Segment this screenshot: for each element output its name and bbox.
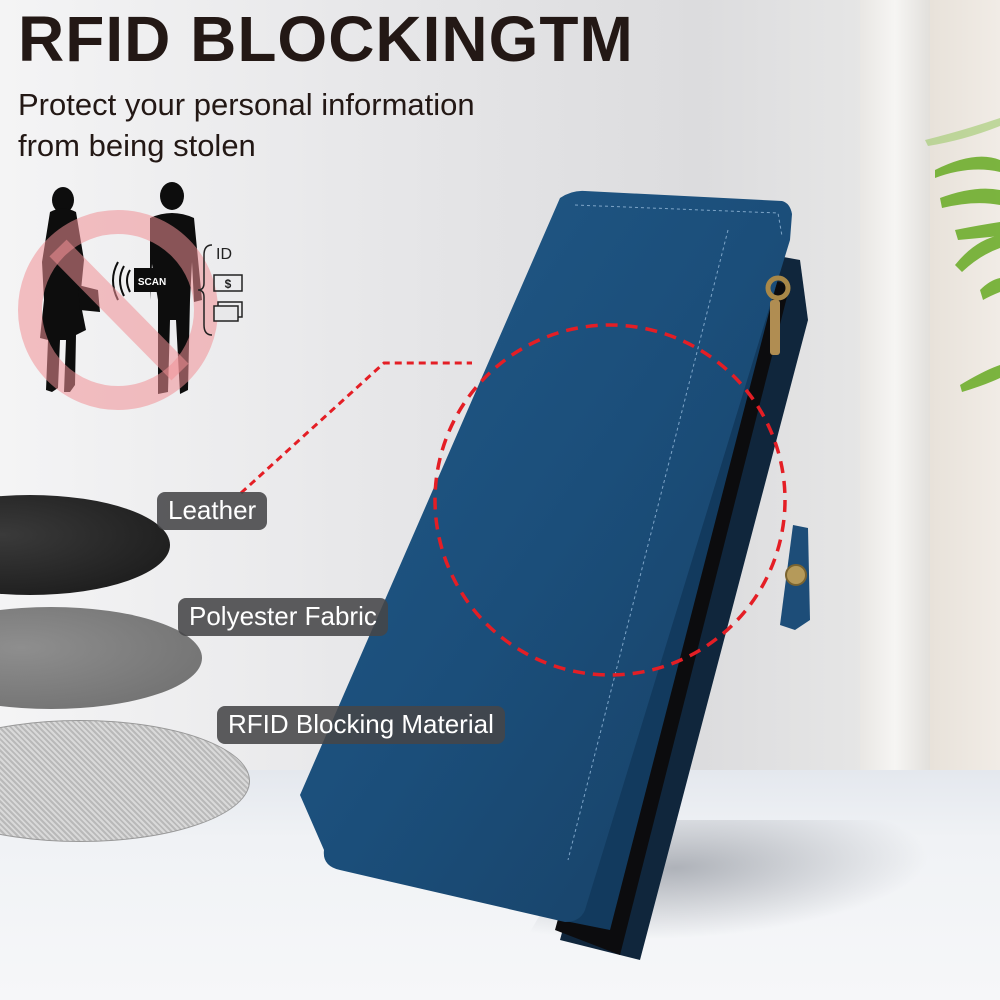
prohibited-icon [18, 210, 218, 410]
layer-label-leather: Leather [157, 492, 268, 530]
credit-card-icon [213, 301, 243, 322]
layer-label-polyester: Polyester Fabric [178, 598, 388, 636]
cash-symbol: $ [225, 277, 232, 291]
subtitle-line-2: from being stolen [18, 128, 256, 163]
snap-button-icon [785, 564, 807, 586]
page-subtitle: Protect your personal information from b… [18, 84, 475, 166]
brace [197, 244, 213, 336]
zipper-pull-icon [765, 275, 791, 355]
subtitle-line-1: Protect your personal information [18, 87, 475, 122]
page-title: RFID BLOCKINGTM [18, 3, 634, 75]
rfid-material-disc [0, 720, 250, 842]
scan-label: SCAN [138, 277, 166, 288]
scan-device [134, 268, 170, 292]
cash-icon [213, 274, 243, 292]
wall-panel [860, 0, 930, 830]
layer-label-rfid: RFID Blocking Material [217, 706, 505, 744]
id-label: ID [216, 246, 232, 263]
